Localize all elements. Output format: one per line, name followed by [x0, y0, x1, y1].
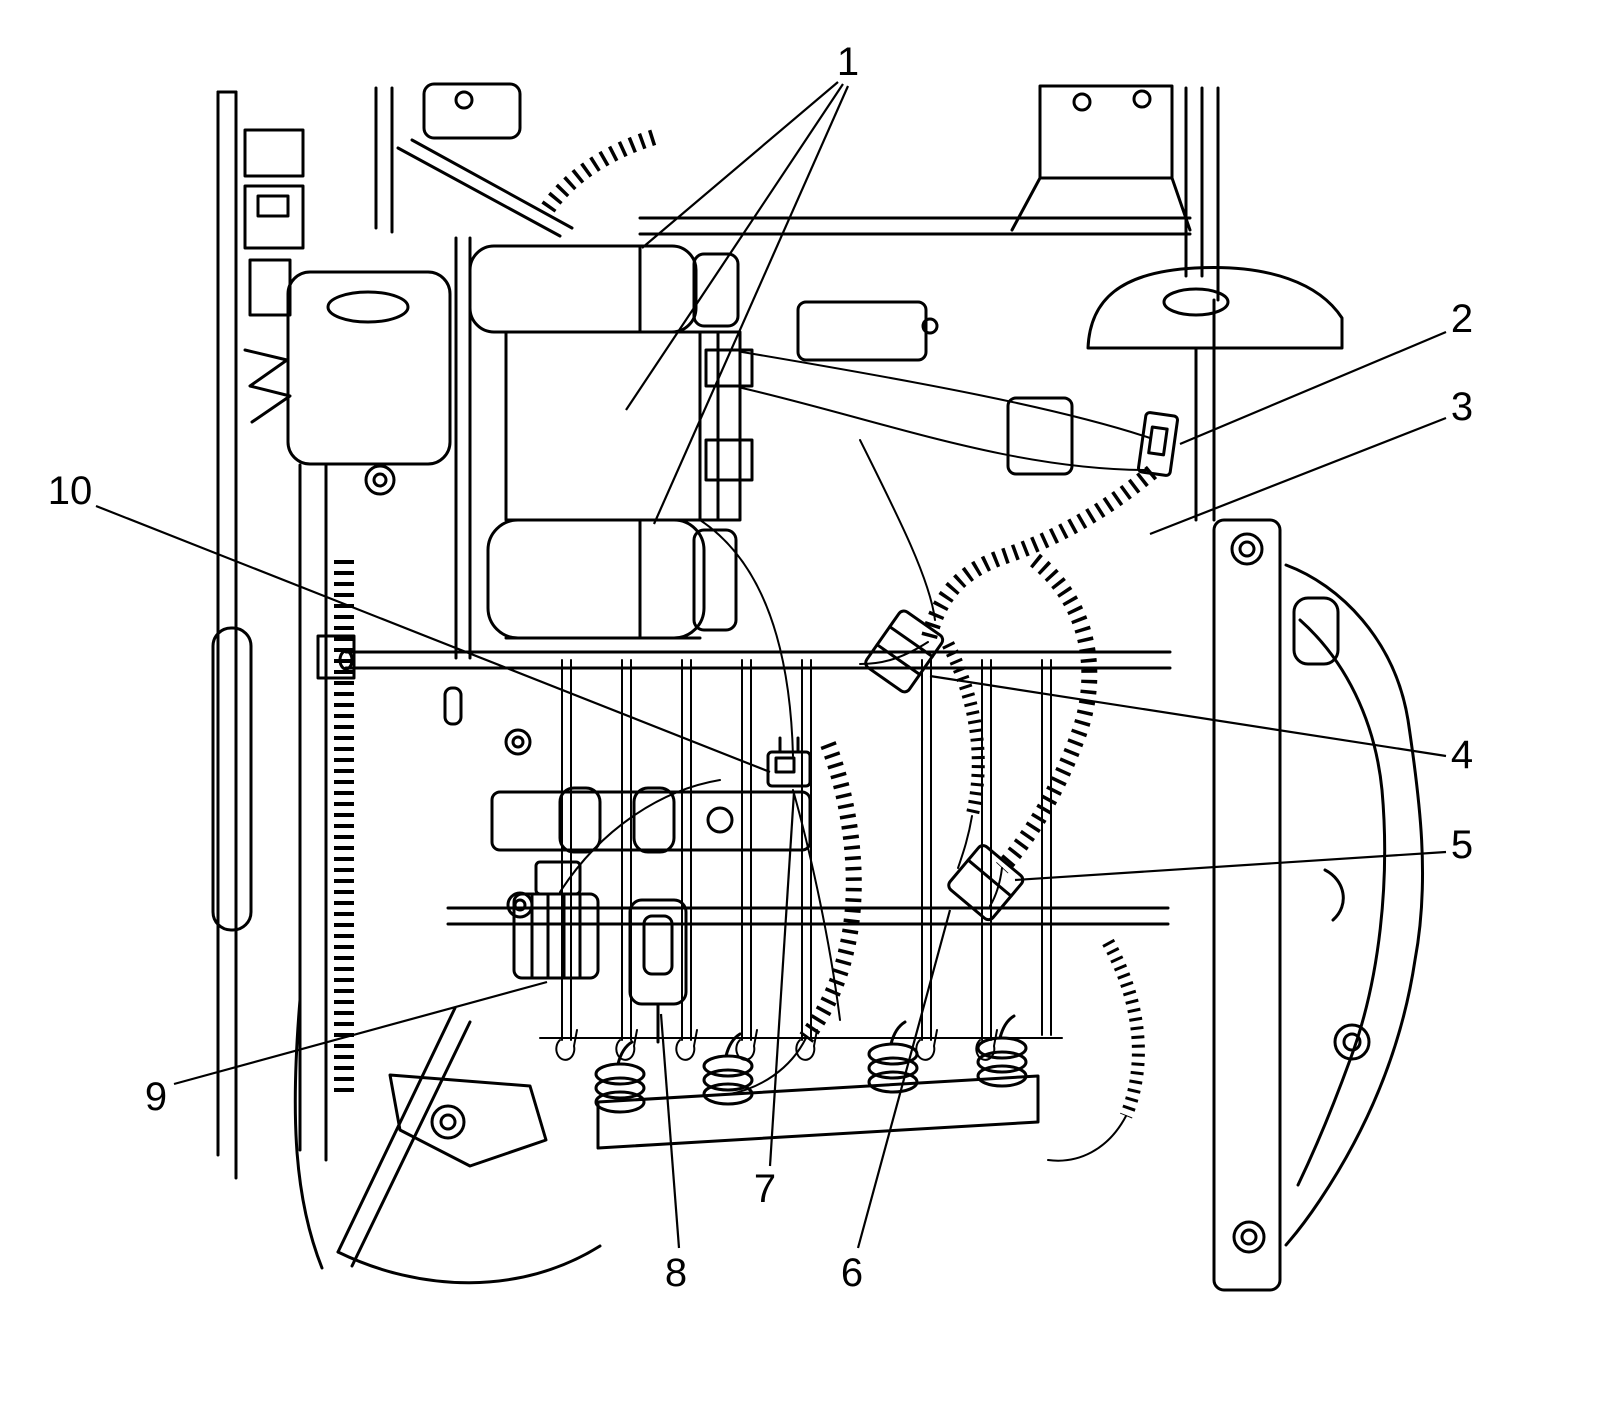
connectors	[512, 411, 1180, 1044]
leader-3	[1149, 416, 1447, 536]
left-frame-rail	[211, 90, 602, 1285]
right-frame-rail	[1086, 266, 1425, 1292]
connector-4	[864, 609, 945, 694]
leader-1a	[641, 81, 839, 249]
callout-label-4: 4	[1451, 733, 1473, 777]
leader-6	[856, 909, 952, 1249]
callout-label-9: 9	[145, 1075, 167, 1119]
callout-label-10: 10	[48, 469, 93, 513]
callout-label-6: 6	[841, 1251, 863, 1295]
callout-leader-lines	[95, 81, 1447, 1249]
wiring-harness-conduits	[799, 465, 1158, 1119]
connector-7	[766, 736, 812, 788]
crossbars	[338, 649, 1172, 926]
top-frame	[374, 82, 1220, 476]
connector-8	[628, 898, 688, 1044]
leader-7	[768, 791, 796, 1167]
connector-9	[512, 860, 600, 980]
callout-label-2: 2	[1451, 297, 1473, 341]
seat-spring-slats	[539, 659, 1063, 1061]
callout-label-8: 8	[665, 1251, 687, 1295]
leader-5	[1014, 850, 1447, 882]
leader-8	[659, 1013, 681, 1249]
callout-label-1: 1	[837, 40, 859, 84]
connector-5	[947, 844, 1025, 922]
callout-label-7: 7	[754, 1167, 776, 1211]
leader-1b	[625, 83, 844, 411]
leader-2	[1179, 330, 1447, 446]
callout-labels: 1 2 3 4 5 6 7 8 9 10	[48, 40, 1473, 1295]
leader-4	[929, 674, 1447, 758]
leader-10	[95, 504, 771, 774]
seat-motor-assembly	[454, 128, 754, 660]
leader-9	[173, 980, 548, 1086]
callout-label-5: 5	[1451, 823, 1473, 867]
connector-2	[1136, 411, 1180, 477]
bottom-rail-and-springs	[594, 1014, 1040, 1150]
leader-1c	[652, 85, 850, 525]
callout-label-3: 3	[1451, 385, 1473, 429]
